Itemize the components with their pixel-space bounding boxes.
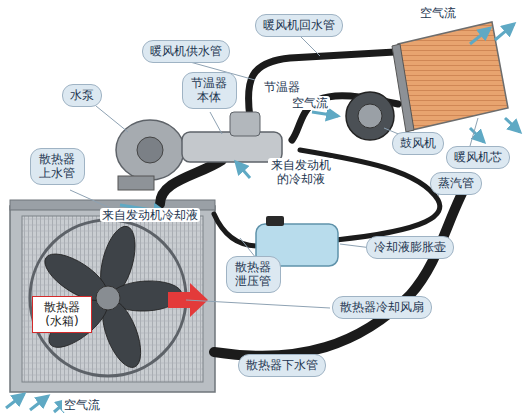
callout-text: 暖风机供水管 <box>150 44 222 58</box>
radiator <box>10 200 215 392</box>
callout-text: 冷却液膨胀壶 <box>374 240 446 254</box>
cooling-fan <box>30 220 186 376</box>
air-flow-arrows <box>6 24 520 412</box>
part-label: 节温器 <box>262 80 302 94</box>
callout-text: 鼓风机 <box>400 136 436 150</box>
part-label: 空气流 <box>418 6 458 20</box>
callout-bubble: 鼓风机 <box>392 132 444 155</box>
callout-bubble: 暖风机回水管 <box>255 14 343 37</box>
callout-text: 散热器冷却风扇 <box>340 300 424 314</box>
callout-text: 蒸汽管 <box>438 176 474 190</box>
part-label: 来自发动机冷却液 <box>100 208 200 222</box>
callout-bubble: 暖风机供水管 <box>142 40 230 63</box>
heater-core <box>392 22 508 132</box>
callout-bubble: 散热器冷却风扇 <box>332 296 432 319</box>
callout-text: 暖风机芯 <box>454 150 502 164</box>
thermostat-housing <box>182 112 282 162</box>
part-label: 来自发动机 的冷却液 <box>268 158 334 187</box>
callout-bubble: 散热器 上水管 <box>30 148 85 185</box>
callout-text: 散热器 (水箱) <box>40 300 83 329</box>
callout-bubble: 水泵 <box>62 84 102 107</box>
leader-lines <box>70 36 478 362</box>
callout-text: 节温器 本体 <box>190 76 228 105</box>
callout-bubble: 冷却液膨胀壶 <box>366 236 454 259</box>
callout-bubble: 节温器 本体 <box>182 72 237 109</box>
callout-text: 散热器下水管 <box>246 358 318 372</box>
callout-bubble: 散热器 泄压管 <box>226 256 281 293</box>
callout-bubble: 散热器下水管 <box>238 354 326 377</box>
callout-text: 散热器 泄压管 <box>234 260 272 289</box>
radiator-label-box: 散热器 (水箱) <box>32 296 92 333</box>
callout-text: 暖风机回水管 <box>263 18 335 32</box>
callout-bubble: 蒸汽管 <box>430 172 482 195</box>
part-label: 空气流 <box>290 96 330 110</box>
callout-bubble: 暖风机芯 <box>446 146 510 169</box>
callout-text: 水泵 <box>70 88 94 102</box>
blower <box>346 92 394 140</box>
part-label: 空气流 <box>62 398 102 412</box>
callout-text: 散热器 上水管 <box>38 152 76 181</box>
